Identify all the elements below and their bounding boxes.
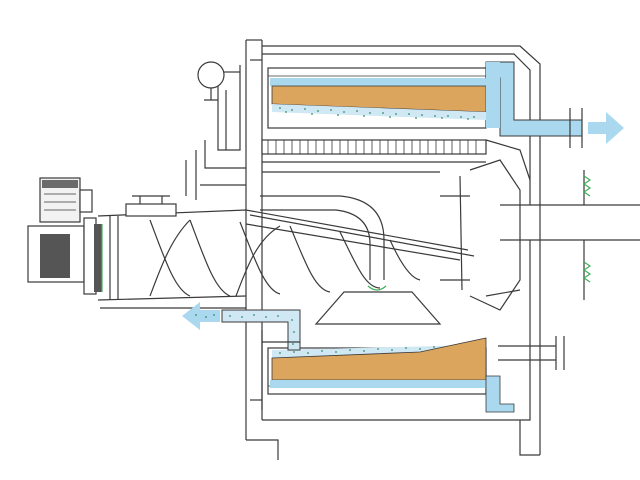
- left-arrow-speckles: [195, 314, 215, 318]
- feed-distributor: [260, 195, 442, 325]
- lower-right-nozzle: [498, 336, 565, 370]
- outer-casing: [245, 39, 541, 460]
- upper-speckles: [279, 107, 475, 120]
- solids-discharge-channel: [221, 309, 301, 351]
- pressure-gauge: [197, 61, 240, 101]
- solids-channel-speckles: [229, 314, 295, 345]
- gearbox: [27, 217, 103, 295]
- feed-inlet: [125, 195, 177, 217]
- upper-scroll-teeth: [261, 139, 487, 173]
- arrow-left-icon: [182, 302, 220, 330]
- liquid-outlet-flange: [569, 108, 583, 148]
- lower-liquid-layer: [270, 380, 488, 388]
- lower-solids-layer: [271, 337, 487, 381]
- left-support-frame: [185, 65, 246, 200]
- liquid-discharge-channel: [485, 61, 583, 137]
- upper-liquid-layer: [270, 78, 488, 86]
- feed-tube: [97, 209, 475, 309]
- flexible-seal-links: [582, 175, 592, 283]
- casing-base: [261, 330, 300, 420]
- liquid-channel-vertical: [486, 62, 500, 128]
- screw-flights: [149, 219, 421, 297]
- cone-and-hub: [440, 139, 531, 311]
- lower-liquid-channel: [485, 375, 515, 413]
- main-shaft: [500, 170, 640, 300]
- drive-motor: [39, 177, 93, 223]
- arrow-right-icon: [588, 112, 624, 144]
- upper-speckle-zone: [272, 104, 486, 120]
- distributor-cone: [314, 291, 442, 325]
